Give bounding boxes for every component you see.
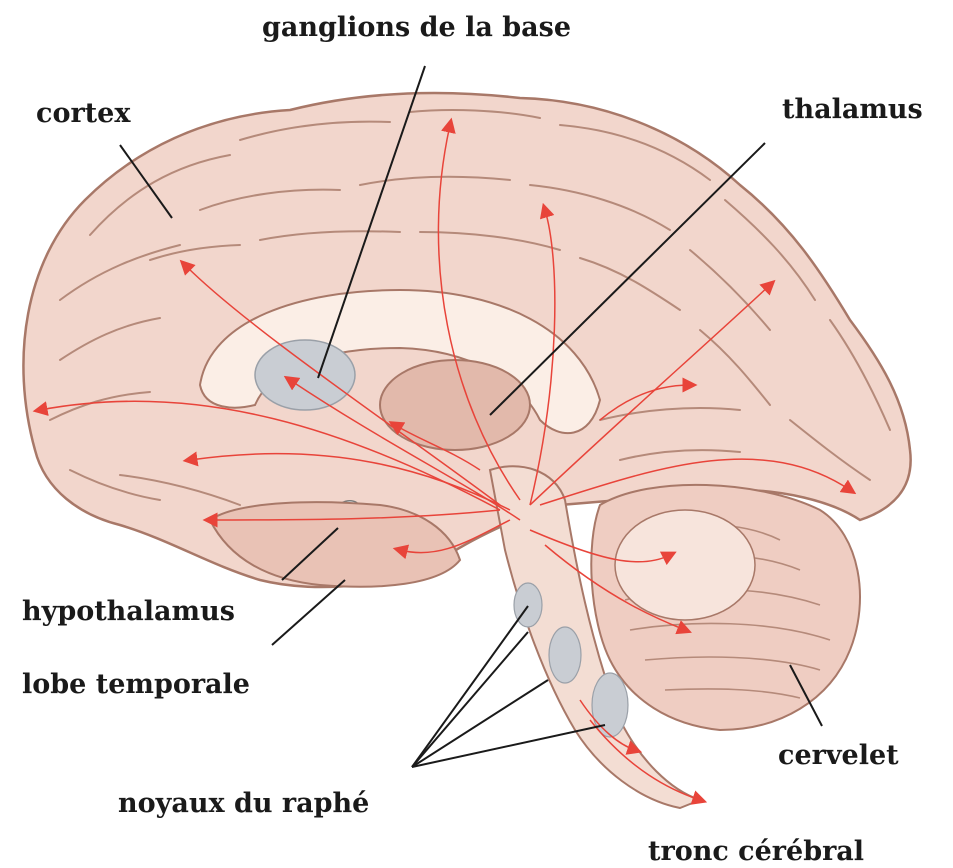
leader-lobe-temporale: [272, 580, 345, 645]
basal-ganglia: [255, 340, 355, 410]
leader-noyaux-3: [412, 680, 548, 767]
label-noyaux-du-raphe: noyaux du raphé: [118, 790, 369, 817]
leader-noyaux-4: [412, 725, 605, 767]
label-lobe-temporale: lobe temporale: [22, 671, 250, 698]
leader-noyaux-2: [412, 632, 528, 767]
leader-noyaux-1: [412, 606, 528, 767]
label-cervelet: cervelet: [778, 742, 899, 769]
cerebellum-white-matter: [615, 510, 755, 620]
label-thalamus: thalamus: [782, 96, 923, 123]
label-hypothalamus: hypothalamus: [22, 598, 235, 625]
label-tronc-cerebral: tronc cérébral: [648, 838, 864, 865]
label-cortex: cortex: [36, 100, 130, 127]
thalamus-region: [380, 360, 530, 450]
label-ganglions-de-la-base: ganglions de la base: [262, 14, 571, 41]
